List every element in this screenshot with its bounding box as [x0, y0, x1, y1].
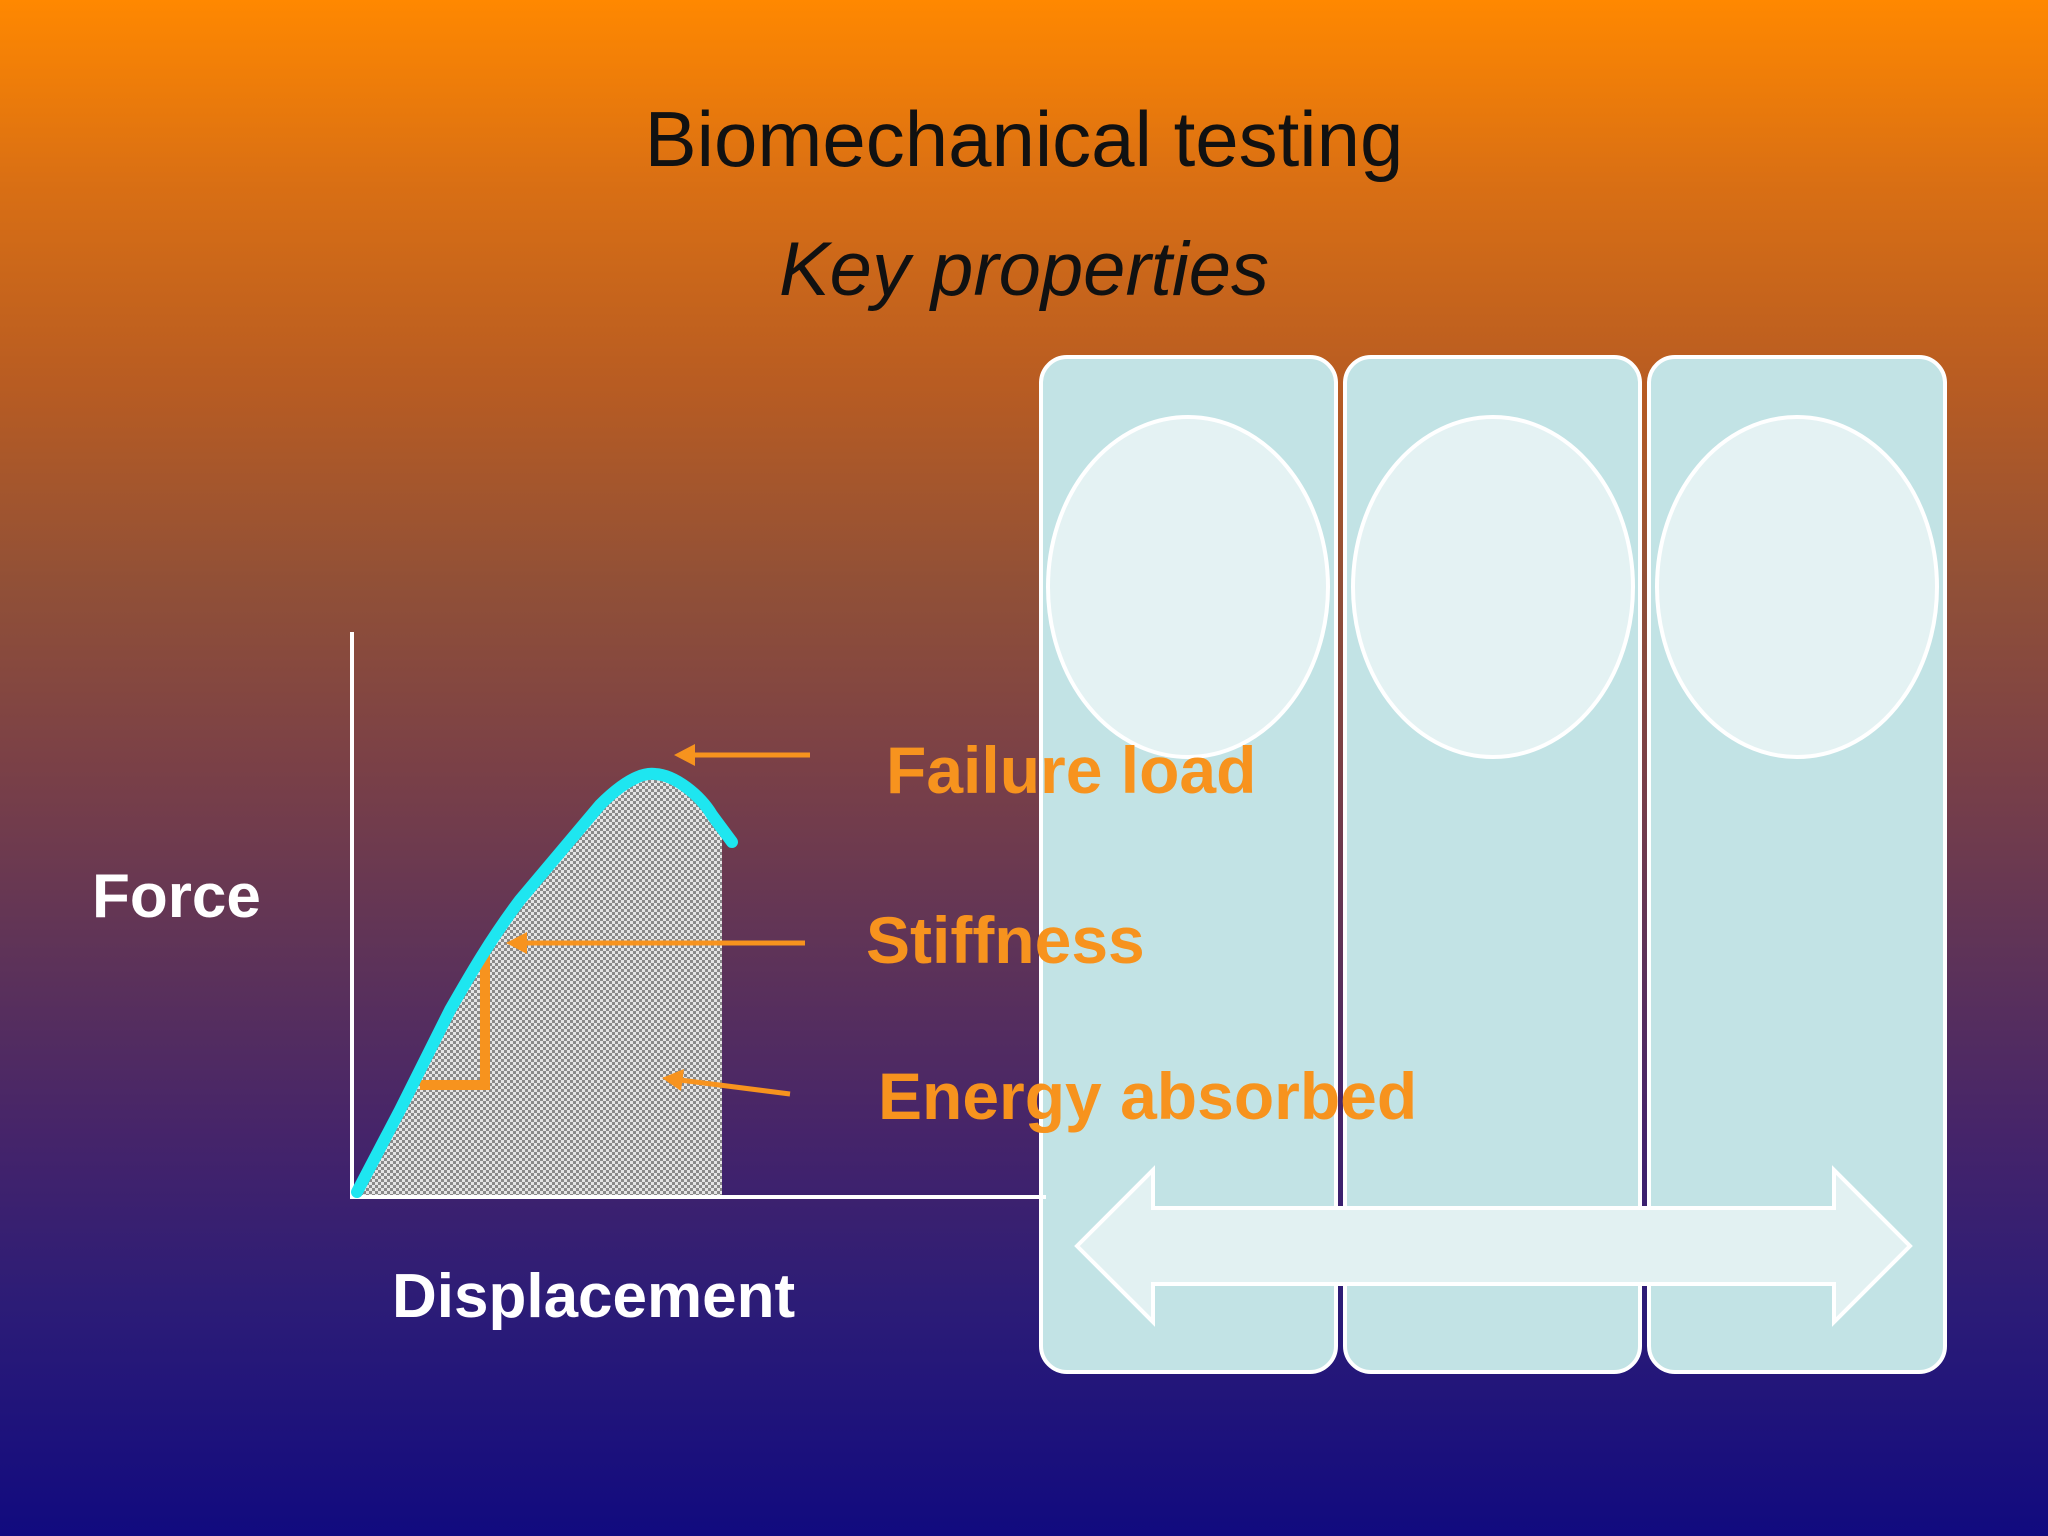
stiffness-triangle [420, 950, 490, 1090]
force-curve [351, 767, 738, 1198]
failure-load-arrow [674, 744, 810, 766]
panel-circle-1 [1046, 415, 1330, 759]
callout-stiffness: Stiffness [866, 903, 1145, 977]
energy-area [355, 777, 722, 1196]
graph [350, 632, 1046, 1199]
double-arrow-shape [1074, 1165, 1913, 1327]
x-axis-label: Displacement [392, 1262, 796, 1331]
y-axis-label: Force [92, 862, 261, 931]
callout-energy-absorbed: Energy absorbed [878, 1059, 1418, 1133]
panel-circle-3 [1655, 415, 1939, 759]
energy-absorbed-arrow [662, 1069, 791, 1097]
callout-failure-load: Failure load [886, 733, 1257, 807]
callout-arrows [506, 744, 810, 1097]
stiffness-arrow [506, 932, 805, 954]
panel-group [1039, 355, 1947, 1374]
slide-title: Biomechanical testing [644, 95, 1404, 183]
slide-subtitle: Key properties [778, 227, 1270, 312]
panel-circle-2 [1351, 415, 1635, 759]
